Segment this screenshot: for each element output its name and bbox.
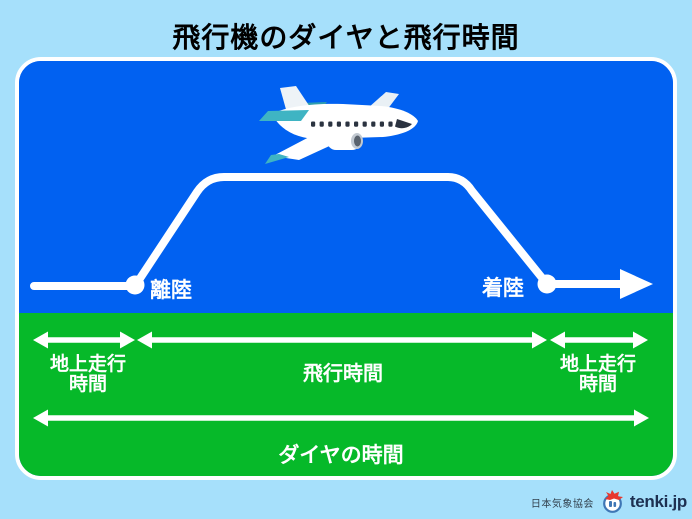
flight-time-label: 飛行時間: [303, 363, 383, 385]
taxi-time-right-line1: 地上走行: [559, 354, 636, 375]
takeoff-label: 離陸: [150, 279, 192, 302]
page-title: 飛行機のダイヤと飛行時間: [172, 22, 520, 53]
landing-label: 着陸: [482, 277, 524, 300]
schedule-time-label: ダイヤの時間: [278, 444, 404, 467]
footer-credit: 日本気象協会 tenki.jp: [531, 489, 687, 515]
brand-text: tenki.jp: [629, 492, 687, 511]
taxi-time-left-line2: 時間: [68, 374, 107, 395]
taxi-time-left-line1: 地上走行: [49, 354, 126, 375]
credit-text: 日本気象協会: [530, 498, 594, 510]
taxi-time-right-line2: 時間: [578, 374, 617, 395]
taxi-time-right-label: 地上走行 時間: [528, 355, 668, 395]
tenki-logo-icon: [602, 490, 623, 513]
airplane-icon: [259, 86, 418, 164]
taxi-time-left-label: 地上走行 時間: [18, 355, 158, 395]
